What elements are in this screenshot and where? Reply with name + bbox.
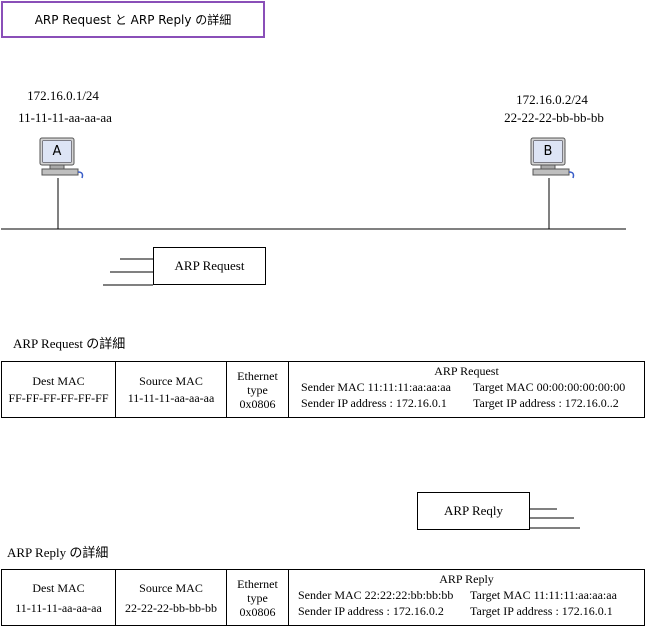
request-src-mac-value: 11-11-11-aa-aa-aa xyxy=(127,391,215,405)
host-a-label: A xyxy=(43,141,71,162)
reply-arp-title: ARP Reply xyxy=(439,572,494,586)
request-ethertype-cell: Ethernet type 0x0806 xyxy=(226,361,289,418)
reply-packet-table: Dest MAC 11-11-11-aa-aa-aa Source MAC 22… xyxy=(1,569,645,626)
reply-ethertype-label-2: type xyxy=(247,590,268,605)
reply-ethertype-value: 0x0806 xyxy=(239,604,276,619)
reply-target-ip: Target IP address : 172.16.0.1 xyxy=(470,604,613,618)
reply-target-mac: Target MAC 11:11:11:aa:aa:aa xyxy=(470,588,617,602)
reply-src-mac-cell: Source MAC 22-22-22-bb-bb-bb xyxy=(115,569,227,626)
arp-reply-frame-label: ARP Reqly xyxy=(443,503,504,518)
reply-ethertype-cell: Ethernet type 0x0806 xyxy=(226,569,289,626)
request-sender-ip: Sender IP address : 172.16.0.1 xyxy=(301,396,447,410)
arp-reply-frame: ARP Reqly xyxy=(417,492,530,530)
request-dest-mac-value: FF-FF-FF-FF-FF-FF xyxy=(8,391,109,405)
arp-request-frame-label: ARP Request xyxy=(174,258,245,273)
request-target-mac: Target MAC 00:00:00:00:00:00 xyxy=(473,380,626,394)
host-b-mac: 22-22-22-bb-bb-bb xyxy=(504,110,604,125)
request-target-ip: Target IP address : 172.16.0..2 xyxy=(473,396,619,410)
host-b-label: B xyxy=(534,141,562,162)
request-ethertype-label-2: type xyxy=(247,382,268,397)
arp-request-frame: ARP Request xyxy=(153,247,266,285)
request-dest-mac-label: Dest MAC xyxy=(32,374,85,388)
reply-dest-mac-label: Dest MAC xyxy=(32,580,85,595)
reply-ethertype-label-1: Ethernet xyxy=(237,576,278,591)
reply-section-title: ARP Reply の詳細 xyxy=(7,545,109,560)
request-ethertype-value: 0x0806 xyxy=(239,396,276,411)
reply-dest-mac-cell: Dest MAC 11-11-11-aa-aa-aa xyxy=(1,569,116,626)
reply-dest-mac-value: 11-11-11-aa-aa-aa xyxy=(15,600,102,615)
host-a-ip: 172.16.0.1/24 xyxy=(27,88,99,103)
reply-sender-mac: Sender MAC 22:22:22:bb:bb:bb xyxy=(298,588,454,602)
request-packet-table: Dest MAC FF-FF-FF-FF-FF-FF Source MAC 11… xyxy=(1,361,645,418)
reply-sender-ip: Sender IP address : 172.16.0.2 xyxy=(298,604,444,618)
host-a-mac: 11-11-11-aa-aa-aa xyxy=(18,110,112,125)
reply-arp-cell: ARP Reply Sender MAC 22:22:22:bb:bb:bb T… xyxy=(288,569,645,626)
request-arp-title: ARP Request xyxy=(434,364,499,378)
request-dest-mac-cell: Dest MAC FF-FF-FF-FF-FF-FF xyxy=(1,361,116,418)
host-b-ip: 172.16.0.2/24 xyxy=(516,92,588,107)
request-src-mac-label: Source MAC xyxy=(139,374,203,388)
reply-src-mac-label: Source MAC xyxy=(139,580,203,595)
diagram-title: ARP Request と ARP Reply の詳細 xyxy=(1,1,265,38)
diagram-title-text: ARP Request と ARP Reply の詳細 xyxy=(34,13,232,27)
request-section-title: ARP Request の詳細 xyxy=(13,336,126,351)
reply-src-mac-value: 22-22-22-bb-bb-bb xyxy=(125,600,217,615)
request-src-mac-cell: Source MAC 11-11-11-aa-aa-aa xyxy=(115,361,227,418)
request-sender-mac: Sender MAC 11:11:11:aa:aa:aa xyxy=(301,380,451,394)
request-ethertype-label-1: Ethernet xyxy=(237,368,278,383)
request-arp-cell: ARP Request Sender MAC 11:11:11:aa:aa:aa… xyxy=(288,361,645,418)
